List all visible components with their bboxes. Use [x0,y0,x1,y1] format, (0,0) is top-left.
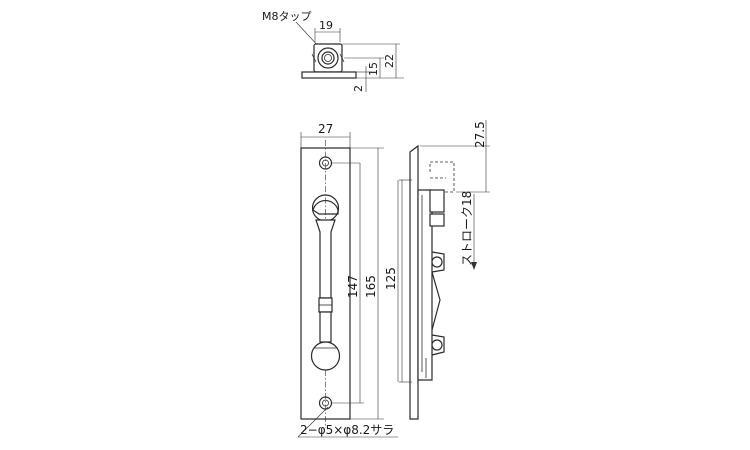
tap-hole [321,51,335,65]
side-housing [417,189,433,381]
screw-hole-top-inner [322,159,329,167]
dim-165-label: 165 [364,275,378,298]
stroke-label: ストローク18 [460,191,474,266]
tap-label: M8タップ [262,10,312,23]
dim-2-label: 2 [352,85,365,92]
tap-hole-inner [324,54,332,62]
dim-27-5-label: 27.5 [473,121,487,148]
hole-note-leader [297,406,329,438]
top-view: M8タップ 19 15 22 2 [262,10,404,92]
side-bolt-head [429,189,445,213]
dim-22-label: 22 [383,54,396,68]
stroke-arrow-head [471,262,477,270]
hole-note-label: 2−φ5×φ8.2サラ [300,423,394,437]
front-view: 27 147 165 2−φ5×φ8.2サラ [297,122,398,438]
side-lever-lower [431,334,445,356]
side-base-plate [409,144,419,420]
top-base-plate [301,71,357,79]
bolt-bottom-boss [310,341,341,371]
screw-hole-top [318,156,333,170]
top-width-label: 19 [319,19,333,32]
side-bolt-collar [429,213,445,227]
top-side-mark-right [339,53,345,63]
front-width-label: 27 [318,122,333,136]
screw-hole-bottom-inner [322,399,329,407]
side-bolt-extended-outline [429,161,455,193]
top-outer-ring [317,47,339,69]
dim-15-label: 15 [367,62,380,76]
side-pivot-low [431,339,443,351]
dim-125-label: 125 [384,267,398,290]
top-side-mark-left [311,53,317,63]
bolt-rod-lower [319,311,332,343]
side-pivot-mid [431,256,443,268]
side-lever-link [431,271,441,331]
screw-hole-bottom [318,396,333,410]
side-lever-upper [431,251,445,273]
side-view: 27.5 125 ストローク18 [384,120,490,420]
dim-147-label: 147 [346,275,360,298]
